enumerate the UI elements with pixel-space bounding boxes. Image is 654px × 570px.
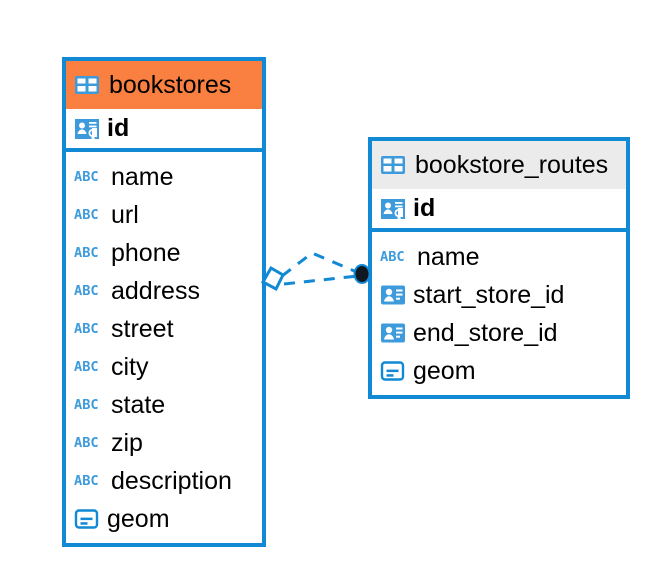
primary-key-label: id	[413, 194, 436, 222]
relationship-line-lower	[283, 274, 359, 286]
field-row[interactable]: ABC url	[66, 196, 262, 234]
field-label: start_store_id	[413, 280, 565, 309]
table-title: bookstores	[109, 70, 232, 99]
table-grid-icon	[380, 155, 406, 175]
field-row[interactable]: ABC street	[66, 310, 262, 348]
table-grid-icon	[74, 75, 100, 95]
abc-text-icon: ABC	[74, 359, 99, 375]
table-header-bookstore-routes[interactable]: bookstore_routes	[372, 141, 626, 189]
field-label: name	[111, 162, 174, 191]
primary-key-row-bookstores[interactable]: id	[66, 109, 262, 152]
field-row[interactable]: start_store_id	[372, 276, 626, 314]
abc-text-icon: ABC	[74, 169, 99, 185]
field-label: url	[111, 200, 139, 229]
field-list-bookstore-routes: ABC name start_store_id	[372, 232, 626, 390]
field-label: geom	[107, 504, 170, 533]
field-label: name	[417, 242, 480, 271]
field-row[interactable]: ABC zip	[66, 424, 262, 462]
relationship-line-upper	[281, 251, 360, 278]
field-row[interactable]: ABC description	[66, 462, 262, 500]
abc-text-icon: ABC	[74, 245, 99, 261]
primary-key-label: id	[107, 114, 130, 142]
geometry-icon	[380, 360, 406, 382]
relationship-connector[interactable]	[255, 240, 380, 315]
field-row[interactable]: ABC name	[66, 158, 262, 196]
entity-table-bookstores[interactable]: bookstores id ABC	[62, 57, 266, 547]
primary-key-row-bookstore-routes[interactable]: id	[372, 189, 626, 232]
field-row[interactable]: geom	[372, 352, 626, 390]
abc-text-icon: ABC	[74, 207, 99, 223]
field-label: zip	[111, 428, 143, 457]
abc-text-icon: ABC	[74, 435, 99, 451]
filled-circle-marker	[353, 264, 371, 284]
field-row[interactable]: end_store_id	[372, 314, 626, 352]
abc-text-icon: ABC	[74, 473, 99, 489]
field-row[interactable]: ABC name	[372, 238, 626, 276]
primary-key-icon	[380, 197, 406, 221]
field-label: geom	[413, 356, 476, 385]
field-row[interactable]: ABC phone	[66, 234, 262, 272]
field-label: description	[111, 466, 232, 495]
abc-text-icon: ABC	[380, 249, 405, 265]
field-label: street	[111, 314, 174, 343]
primary-key-icon	[74, 117, 100, 141]
diamond-marker	[260, 265, 285, 292]
table-title: bookstore_routes	[415, 150, 609, 179]
table-header-bookstores[interactable]: bookstores	[66, 61, 262, 109]
field-row[interactable]: ABC state	[66, 386, 262, 424]
entity-table-bookstore-routes[interactable]: bookstore_routes id ABC name	[368, 137, 630, 399]
foreign-key-icon	[380, 284, 406, 306]
field-label: city	[111, 352, 149, 381]
field-row[interactable]: ABC address	[66, 272, 262, 310]
abc-text-icon: ABC	[74, 283, 99, 299]
field-label: phone	[111, 238, 181, 267]
field-row[interactable]: ABC city	[66, 348, 262, 386]
foreign-key-icon	[380, 322, 406, 344]
field-label: end_store_id	[413, 318, 558, 347]
field-row[interactable]: geom	[66, 500, 262, 538]
field-label: address	[111, 276, 200, 305]
abc-text-icon: ABC	[74, 397, 99, 413]
field-list-bookstores: ABC name ABC url ABC phone ABC address A…	[66, 152, 262, 538]
geometry-icon	[74, 508, 100, 530]
abc-text-icon: ABC	[74, 321, 99, 337]
field-label: state	[111, 390, 166, 419]
